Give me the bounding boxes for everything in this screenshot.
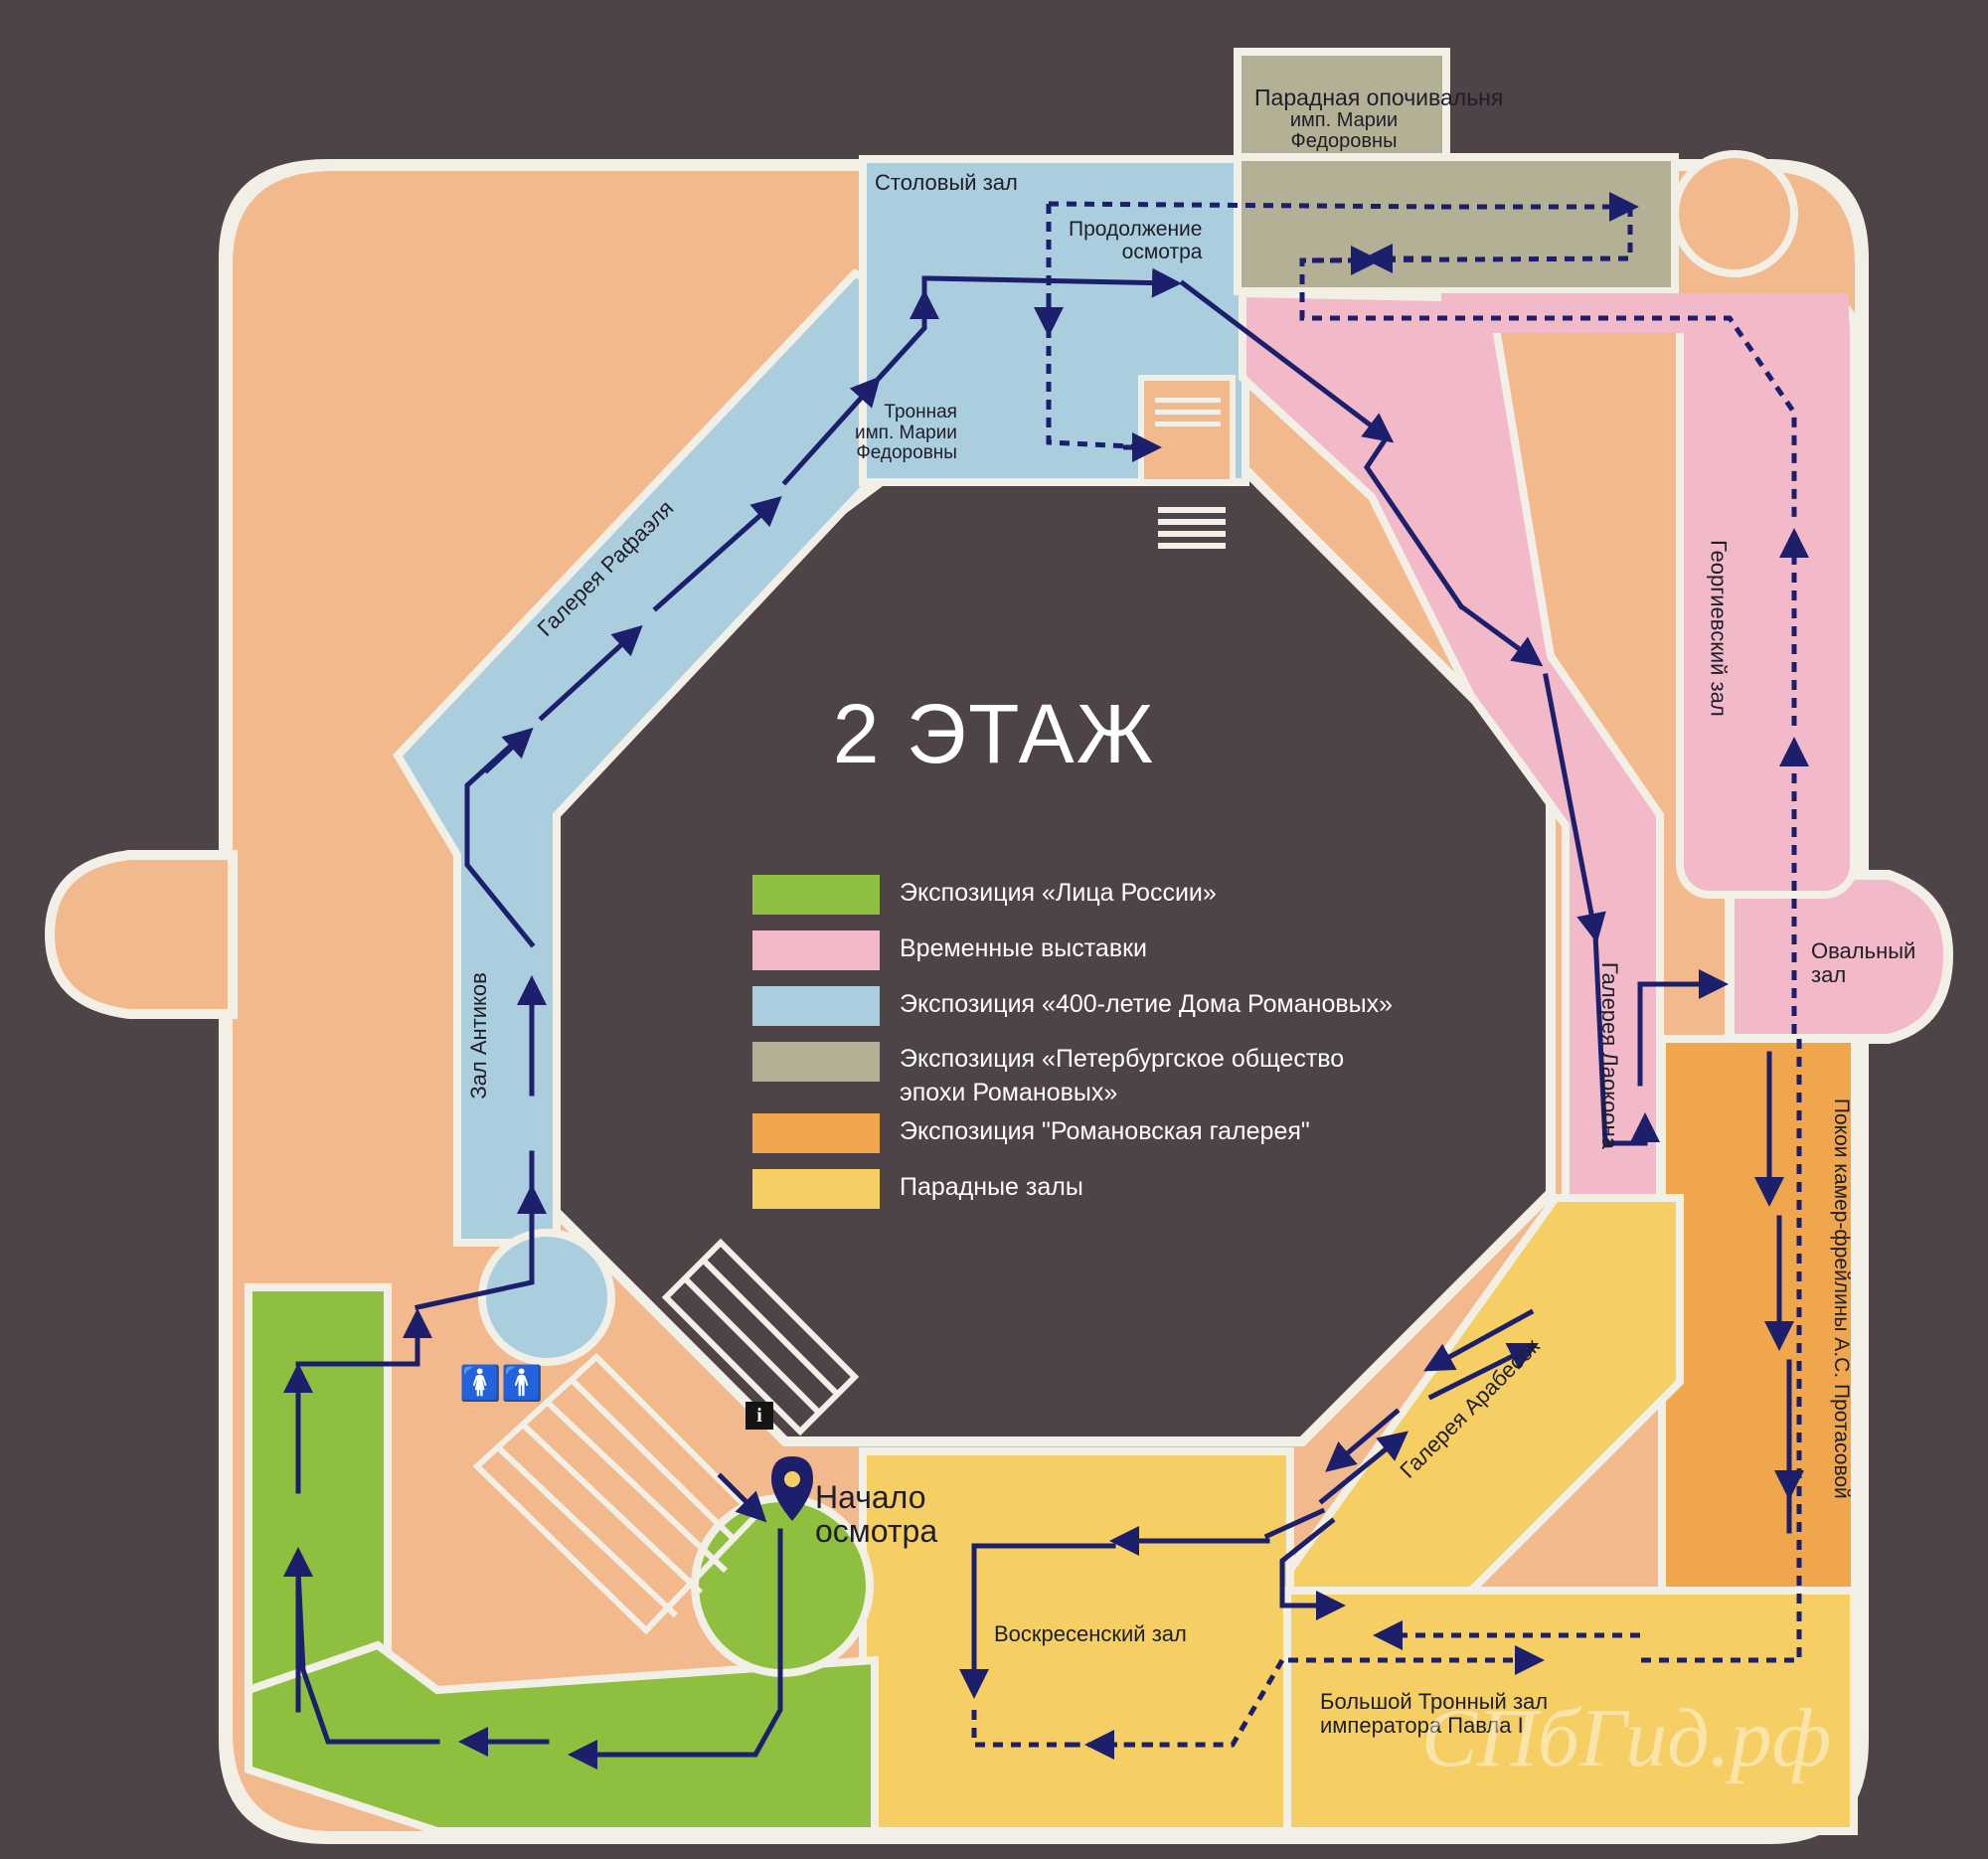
label-dining-hall: Столовый зал [875,170,1018,195]
zone-orange-chambers [1658,1035,1859,1699]
legend-label: Парадные залы [900,1173,1083,1201]
label-antiques-hall: Зал Антиков [465,972,491,1099]
legend-label: Временные выставки [900,934,1148,962]
zone-pink-corridor [1441,293,1849,333]
legend-swatch-orange [752,1113,880,1153]
start-pin-icon [771,1456,813,1521]
route-dashed [971,192,1809,1760]
legend-swatch-green [752,875,880,915]
zone-green-south [245,1640,879,1835]
legend-label: Экспозиция "Романовская галерея" [900,1117,1310,1145]
staircase-east [661,1238,860,1436]
label-protasova-chambers: Покои камер-фрейлины А.С. Протасовой [1829,1098,1853,1499]
label-bedchamber: Парадная опочивальня имп. Марии Федоровн… [1254,84,1504,153]
label-continuation: Продолжение осмотра [1069,218,1203,263]
label-voskresensky-hall: Воскресенский зал [994,1621,1187,1646]
route-solid [283,267,1804,1770]
floor-title: 2 ЭТАЖ [832,687,1156,780]
left-apse [44,850,238,1019]
legend-swatch-blue [752,986,880,1026]
zone-blue-rotunda [478,1229,615,1366]
label-tour-start: Начало осмотра [815,1479,938,1549]
zone-gray-rooms [1234,153,1679,295]
staircase-courtyard [1158,507,1226,549]
watermark: СПбГид.рф [1421,1692,1832,1784]
right-apse [1725,870,1954,1044]
label-laocoon-gallery: Галерея Лаокоона [1596,961,1622,1149]
staircase-main [472,1352,760,1635]
label-oval-hall: Овальный зал [1811,938,1916,987]
label-throne-maria: Тронная имп. Марии Федоровны [855,402,957,464]
round-room-top-right [1671,150,1798,277]
zone-yellow-throne [1283,1587,1858,1835]
legend-swatch-yellow [752,1169,880,1209]
legend-swatch-gray [752,1042,880,1082]
legend-swatch-pink [752,930,880,970]
staircase-upper-steps [1155,398,1221,426]
legend-label: Экспозиция «Лица России» [900,879,1217,907]
label-great-throne-hall: Большой Тронный зал императора Павла I [1320,1689,1549,1738]
label-georgievsky-hall: Георгиевский зал [1706,540,1732,717]
zone-yellow-arabesque [1276,1194,1684,1686]
staircase-upper [1138,375,1236,485]
info-icon: i [746,1402,773,1430]
legend-label: Экспозиция «Петербургское общество эпохи… [900,1045,1345,1106]
restroom-icon: 🚺🚹 [459,1365,544,1403]
zone-yellow-voskresensky [859,1447,1294,1835]
legend-label: Экспозиция «400-летие Дома Романовых» [900,990,1393,1018]
